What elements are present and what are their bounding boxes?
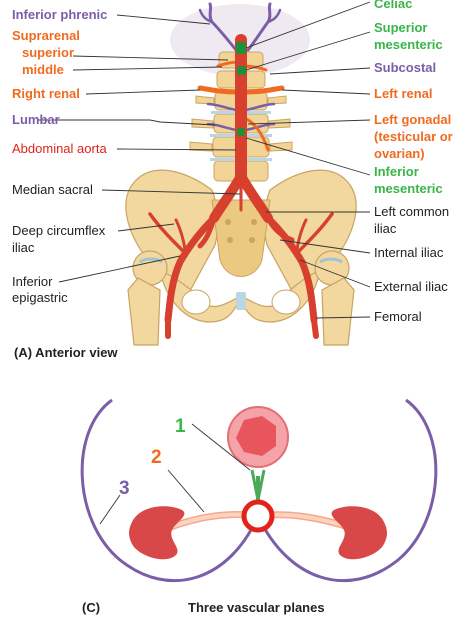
kidney-right — [129, 506, 185, 560]
panel-a-illustration — [125, 2, 357, 346]
celiac-origin — [236, 42, 246, 54]
label-deep-circumflex-1: Deep circumflex — [12, 223, 106, 238]
panel-a-labels-right: Celiac Superior mesenteric Subcostal Lef… — [374, 0, 453, 324]
arterial-tree — [148, 2, 334, 339]
label-left-common-iliac-1: Left common — [374, 204, 449, 219]
label-inferior-epigastric-2: epigastric — [12, 290, 68, 305]
label-internal-iliac: Internal iliac — [374, 245, 444, 260]
label-median-sacral: Median sacral — [12, 182, 93, 197]
label-inferior-mesenteric-1: Inferior — [374, 164, 419, 179]
kidney-left — [331, 506, 387, 560]
panel-a-labels-left: Inferior phrenic Suprarenal superior mid… — [12, 7, 107, 305]
label-celiac: Celiac — [374, 0, 412, 11]
label-superior-mesenteric-2: mesenteric — [374, 37, 443, 52]
label-inferior-mesenteric-2: mesenteric — [374, 181, 443, 196]
label-right-renal: Right renal — [12, 86, 80, 101]
label-inferior-phrenic: Inferior phrenic — [12, 7, 107, 22]
plane-1-number: 1 — [175, 416, 186, 437]
inferior-mesenteric-origin — [237, 128, 245, 136]
label-femoral: Femoral — [374, 309, 422, 324]
panel-c-letter: (C) — [82, 600, 100, 615]
label-abdominal-aorta: Abdominal aorta — [12, 141, 107, 156]
label-left-common-iliac-2: iliac — [374, 221, 397, 236]
label-left-gonadal-3: ovarian) — [374, 146, 425, 161]
plane-3-number: 3 — [119, 478, 130, 499]
unpaired-branches — [236, 42, 246, 136]
panel-a-caption: (A) Anterior view — [14, 345, 118, 360]
label-suprarenal-3: middle — [22, 62, 64, 77]
superior-mesenteric-origin — [237, 66, 246, 75]
plane-2-number: 2 — [151, 447, 162, 468]
label-deep-circumflex-2: iliac — [12, 240, 35, 255]
label-suprarenal-2: superior — [22, 45, 74, 60]
label-suprarenal-1: Suprarenal — [12, 28, 80, 43]
label-external-iliac: External iliac — [374, 279, 448, 294]
label-lumbar: Lumbar — [12, 112, 60, 127]
label-superior-mesenteric-1: Superior — [374, 20, 427, 35]
panel-c-diagram — [80, 398, 438, 583]
panel-a-leader-lines — [38, 1, 371, 319]
panel-c-title: Three vascular planes — [188, 600, 325, 615]
label-left-renal: Left renal — [374, 86, 433, 101]
pelvis — [125, 169, 357, 346]
label-left-gonadal-2: (testicular or — [374, 129, 453, 144]
label-subcostal: Subcostal — [374, 60, 436, 75]
aorta-ring — [241, 499, 275, 533]
label-left-gonadal-1: Left gonadal — [374, 112, 451, 127]
label-inferior-epigastric-1: Inferior — [12, 274, 53, 289]
